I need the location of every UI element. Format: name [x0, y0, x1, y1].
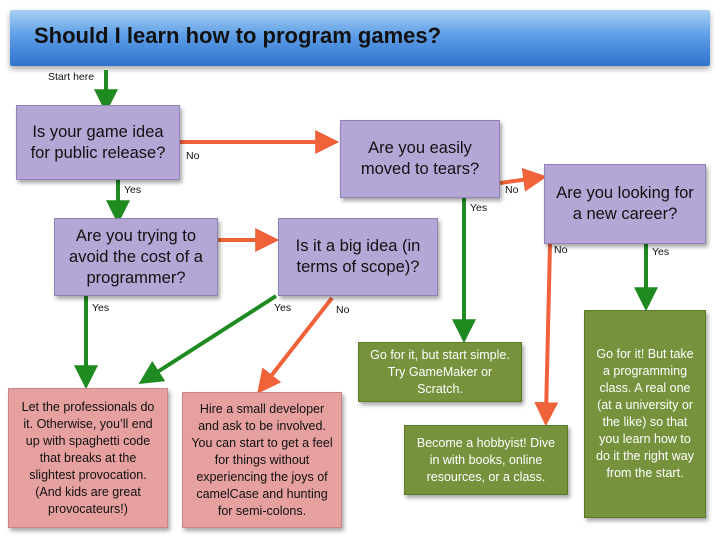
result-hobbyist: Become a hobbyist! Dive in with books, o… — [404, 425, 568, 495]
label-career-yes: Yes — [652, 246, 670, 258]
node-public-release-text: Is your game idea for public release? — [30, 122, 166, 162]
result-programming-class: Go for it! But take a programming class.… — [584, 310, 706, 518]
node-career-text: Are you looking for a new career? — [556, 184, 694, 223]
node-big-idea: Is it a big idea (in terms of scope)? — [278, 218, 438, 296]
label-career-no: No — [554, 244, 568, 256]
label-public-no: No — [186, 150, 200, 162]
node-tears: Are you easily moved to tears? — [340, 120, 500, 198]
arrow-big-no — [257, 296, 334, 394]
node-tears-text: Are you easily moved to tears? — [360, 139, 480, 178]
label-tears-yes: Yes — [470, 202, 488, 214]
page-title: Should I learn how to program games? — [34, 23, 442, 48]
result-small-developer-text: Hire a small developer and ask to be inv… — [191, 401, 333, 518]
result-start-simple-text: Go for it, but start simple. Try GameMak… — [370, 347, 510, 396]
arrow-career-no — [534, 243, 559, 427]
label-avoid-yes: Yes — [92, 302, 110, 314]
result-start-simple: Go for it, but start simple. Try GameMak… — [358, 342, 522, 402]
result-programming-class-text: Go for it! But take a programming class.… — [596, 347, 694, 480]
node-public-release: Is your game idea for public release? — [16, 105, 180, 180]
label-big-yes: Yes — [274, 302, 292, 314]
result-small-developer: Hire a small developer and ask to be inv… — [182, 392, 342, 528]
start-label: Start here — [48, 71, 95, 83]
node-avoid-cost: Are you trying to avoid the cost of a pr… — [54, 218, 218, 296]
result-professionals-text: Let the professionals do it. Otherwise, … — [21, 399, 155, 516]
label-public-yes: Yes — [124, 184, 142, 196]
node-avoid-cost-text: Are you trying to avoid the cost of a pr… — [69, 226, 203, 287]
result-professionals: Let the professionals do it. Otherwise, … — [8, 388, 168, 528]
arrow-tears-no — [499, 167, 548, 192]
node-big-idea-text: Is it a big idea (in terms of scope)? — [295, 237, 421, 276]
arrow-big-yes — [138, 294, 278, 385]
title-bar: Should I learn how to program games? — [10, 10, 710, 66]
label-tears-no: No — [505, 184, 519, 196]
result-hobbyist-text: Become a hobbyist! Dive in with books, o… — [416, 435, 556, 484]
node-career: Are you looking for a new career? — [544, 164, 706, 244]
label-big-no: No — [336, 304, 350, 316]
